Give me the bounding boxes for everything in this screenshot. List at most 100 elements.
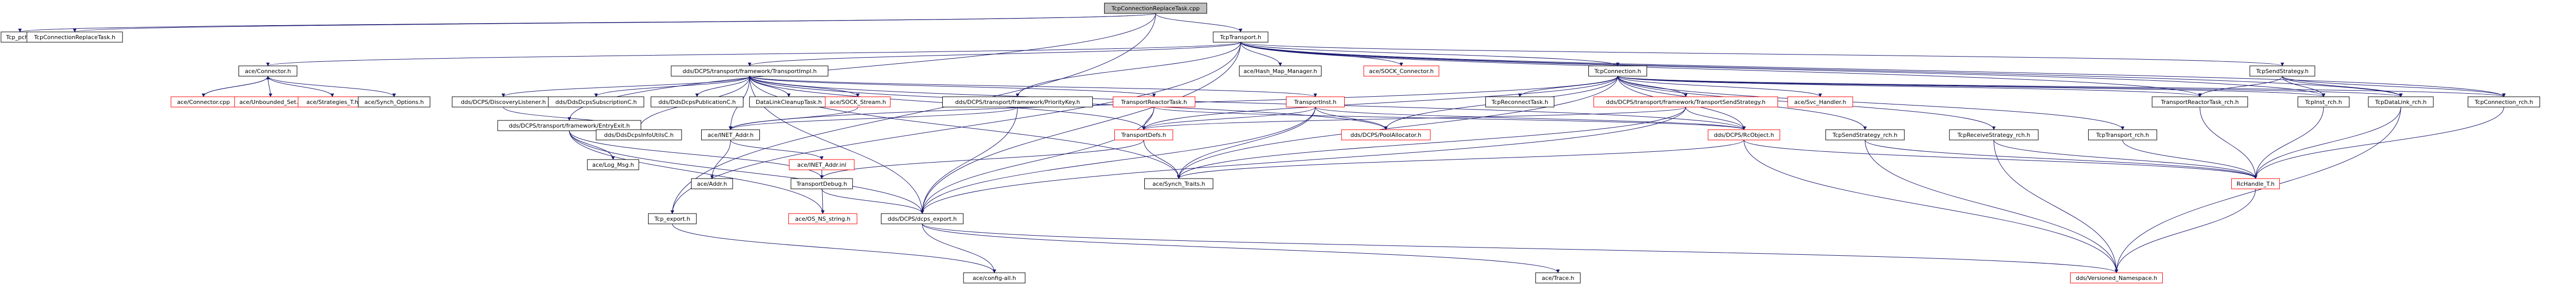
node-inet-addr-h[interactable]: ace/INET_Addr.h [701,129,760,140]
node-prioritykey[interactable]: dds/DCPS/transport/framework/PriorityKey… [942,96,1093,108]
node-poolallocator[interactable]: dds/DCPS/PoolAllocator.h [1341,129,1431,140]
edge-tcptransport-h-to-tcpdatalink-rch [1240,42,2403,97]
node-tcptransport-h[interactable]: TcpTransport.h [1213,31,1268,43]
node-box [1787,96,1853,108]
edge-transportimpl-h-to-ddsdcpspublicationc [695,76,750,97]
node-label: ace/INET_Addr.h [707,132,753,138]
node-label: RcHandle_T.h [2236,181,2275,187]
node-box [1341,129,1431,140]
node-unbounded-set[interactable]: ace/Unbounded_Set.h [234,96,307,108]
node-ddsdcpssubscriptionc[interactable]: dds/DdsDcpsSubscriptionC.h [548,96,645,108]
node-label: TcpSendStrategy.h [2256,68,2309,75]
node-ddsdcpsinfoutilsc[interactable]: dds/DdsDcpsInfoUtilsC.h [596,129,682,140]
edge-transportinst-to-synch-traits [1177,107,1316,179]
node-label: ace/Strategies_T.h [307,99,359,105]
node-box [648,213,697,224]
node-label: dds/DCPS/dcps_export.h [888,216,957,222]
node-sock-stream[interactable]: ace/SOCK_Stream.h [825,96,891,108]
node-label: dds/DdsDcpsInfoUtilsC.h [604,132,674,138]
node-synch-traits[interactable]: ace/Synch_Traits.h [1144,178,1213,189]
node-label: dds/DCPS/PoolAllocator.h [1350,132,1421,138]
node-addr-h[interactable]: ace/Addr.h [691,178,733,189]
node-label: ace/Synch_Traits.h [1153,181,1205,187]
node-versioned-namespace[interactable]: dds/Versioned_Namespace.h [2070,272,2163,284]
node-box [963,272,1026,284]
node-box [1112,96,1196,108]
edge-transportimpl-h-to-rcobject [749,76,1746,130]
edge-tcpsendstrategy-h-to-transportreactortask-rch [2198,76,2283,97]
node-transportdefs[interactable]: TransportDefs.h [1114,129,1173,140]
node-box [1485,96,1554,108]
edge-transportinst-to-transportdefs [1142,107,1316,130]
edge-tcpconnection-h-to-tcpreconnecttask [1518,76,1618,97]
node-root[interactable]: TcpConnectionReplaceTask.cpp [1104,3,1207,14]
node-discoverylistener[interactable]: dds/DCPS/DiscoveryListener.h [452,96,555,108]
edge-tcpsendstrategy-h-to-tcpinst-rch [2282,76,2326,97]
edge-tcp-export-to-config-all [672,223,996,273]
node-transportdebug[interactable]: TransportDebug.h [790,178,853,189]
node-tcpconnection-h[interactable]: TcpConnection.h [1588,65,1647,77]
node-strategies-t[interactable]: ace/Strategies_T.h [298,96,367,108]
node-hash-map-manager[interactable]: ace/Hash_Map_Manager.h [1239,65,1322,77]
edge-tcpconnection-h-to-svc-handler [1617,76,1822,97]
node-transportreactortask-rch[interactable]: TransportReactorTask_rch.h [2151,96,2248,108]
node-tcpconnreplacetask-h[interactable]: TcpConnectionReplaceTask.h [26,31,123,43]
node-transportsendstrategy[interactable]: dds/DCPS/transport/framework/TransportSe… [1593,96,1778,108]
node-transportinst[interactable]: TransportInst.h [1286,96,1345,108]
node-ddsdcpspublicationc[interactable]: dds/DdsDcpsPublicationC.h [651,96,743,108]
node-label: TcpInst_rch.h [2304,99,2342,105]
edge-dcps-export-to-versioned-namespace [922,223,2119,273]
node-label: ace/INET_Addr.inl [797,162,846,168]
edge-dcps-export-to-ace-trace [922,223,1560,273]
node-tcp-export[interactable]: Tcp_export.h [648,213,697,224]
node-sock-connector[interactable]: ace/SOCK_Connector.h [1363,65,1439,77]
node-box [701,129,760,140]
node-label: TcpTransport_rch.h [2096,132,2149,138]
node-log-msg[interactable]: ace/Log_Msg.h [587,159,639,170]
node-transportreactortask[interactable]: TransportReactorTask.h [1112,96,1196,108]
edge-tcpconnection-h-to-tcpdatalink-rch [1617,76,2403,97]
node-label: dds/DCPS/RcObject.h [1714,132,1774,138]
node-inet-addr-inl[interactable]: ace/INET_Addr.inl [789,159,855,170]
node-box [587,159,639,170]
node-datalinkcleanuptask[interactable]: DataLinkCleanupTask.h [749,96,828,108]
node-tcpinst-rch[interactable]: TcpInst_rch.h [2297,96,2350,108]
node-svc-handler[interactable]: ace/Svc_Handler.h [1787,96,1853,108]
edge-prioritykey-to-inet-addr-h [728,107,1018,130]
node-tcpsendstrategy-h[interactable]: TcpSendStrategy.h [2249,65,2315,77]
node-label: TransportDefs.h [1121,132,1166,138]
node-transportimpl-h[interactable]: dds/DCPS/transport/framework/TransportIm… [671,65,828,77]
node-box [2088,129,2157,140]
node-label: ace/Unbounded_Set.h [240,99,302,105]
node-label: ace/Trace.h [1542,275,1574,282]
edge-transportreactortask-to-transportdefs [1142,107,1155,130]
edge-tcpsendstrategy-h-to-tcpdatalink-rch [2282,76,2403,97]
node-tcpconnection-rch[interactable]: TcpConnection_rch.h [2467,96,2540,108]
node-entryexit[interactable]: dds/DCPS/transport/framework/EntryExit.h [497,120,641,131]
edge-inet-addr-inl-to-os-ns-string [821,169,825,214]
node-rcobject[interactable]: dds/DCPS/RcObject.h [1707,129,1781,140]
node-box [2070,272,2163,284]
node-synch-options[interactable]: ace/Synch_Options.h [358,96,431,108]
node-label: dds/DCPS/transport/framework/TransportIm… [683,68,817,75]
node-label: TcpReconnectTask.h [1491,99,1548,105]
node-dcps-export[interactable]: dds/DCPS/dcps_export.h [880,213,964,224]
node-ace-trace[interactable]: ace/Trace.h [1535,272,1581,284]
node-connector-h[interactable]: ace/Connector.h [239,65,297,77]
node-box [1104,3,1207,14]
node-tcpsendstrategy-rch[interactable]: TcpSendStrategy_rch.h [1825,129,1905,140]
node-tcptransport-rch[interactable]: TcpTransport_rch.h [2088,129,2157,140]
edge-tcptransport-h-to-tcpconnection-rch [1240,42,2506,97]
node-tcpreceivestrategy-rch[interactable]: TcpReceiveStrategy_rch.h [1949,129,2039,140]
node-rchandle-t[interactable]: RcHandle_T.h [2231,178,2280,189]
node-os-ns-string[interactable]: ace/OS_NS_string.h [788,213,857,224]
node-connector-cpp[interactable]: ace/Connector.cpp [171,96,236,108]
node-tcpreconnecttask[interactable]: TcpReconnectTask.h [1485,96,1554,108]
edge-transportreactortask-to-dcps-export [920,107,1155,214]
node-tcpdatalink-rch[interactable]: TcpDataLink_rch.h [2368,96,2434,108]
node-config-all[interactable]: ace/config-all.h [963,272,1026,284]
edge-tcpconnection-h-to-transportdefs [1142,76,1618,130]
node-label: ace/SOCK_Stream.h [829,99,886,105]
node-label: DataLinkCleanupTask.h [756,99,822,105]
node-label: TcpConnection_rch.h [2474,99,2533,105]
